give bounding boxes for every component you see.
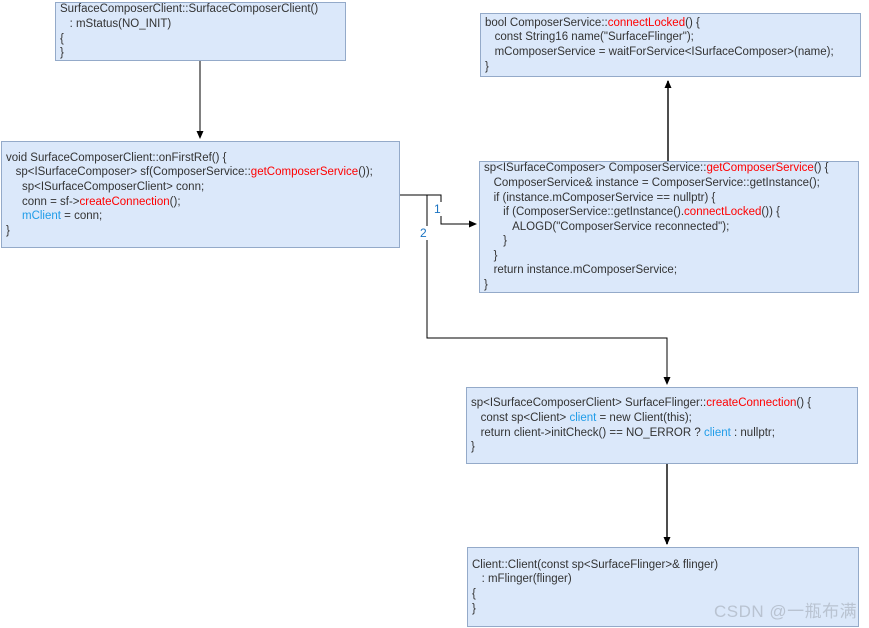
code-line: const String16 name("SurfaceFlinger");: [485, 31, 694, 44]
code-line: }: [472, 602, 476, 615]
node-client-constructor: Client::Client(const sp<SurfaceFlinger>&…: [467, 547, 859, 627]
code-line: }: [471, 441, 475, 454]
code-line: : mFlinger(flinger): [472, 573, 572, 586]
code-line: conn = sf->createConnection();: [6, 195, 181, 208]
code-line: sp<ISurfaceComposer> sf(ComposerService:…: [6, 166, 373, 179]
code-line: Client::Client(const sp<SurfaceFlinger>&…: [472, 558, 719, 571]
code-line: return client->initCheck() == NO_ERROR ?…: [471, 426, 775, 439]
node-surfacecomposerclient-onfirstref: void SurfaceComposerClient::onFirstRef()…: [1, 141, 400, 248]
code-line: SurfaceComposerClient::SurfaceComposerCl…: [60, 3, 319, 16]
node-surfaceflinger-createconnection: sp<ISurfaceComposerClient> SurfaceFlinge…: [466, 387, 858, 464]
code-line: }: [6, 224, 10, 237]
code-line: if (instance.mComposerService == nullptr…: [484, 191, 716, 204]
code-line: ComposerService& instance = ComposerServ…: [484, 176, 820, 189]
code-line: ALOGD("ComposerService reconnected");: [484, 220, 730, 233]
code-line: }: [60, 47, 64, 60]
code-line: }: [485, 60, 489, 73]
node-surfacecomposerclient-constructor: SurfaceComposerClient::SurfaceComposerCl…: [55, 2, 346, 61]
node-composerservice-connectlocked: bool ComposerService::connectLocked() { …: [480, 13, 861, 77]
code-line: bool ComposerService::connectLocked() {: [485, 16, 700, 29]
code-line: sp<ISurfaceComposer> ComposerService::ge…: [484, 162, 829, 175]
code-line: }: [484, 235, 508, 248]
code-line: : mStatus(NO_INIT): [60, 17, 172, 30]
code-line: sp<ISurfaceComposerClient> conn;: [6, 180, 205, 193]
code-line: sp<ISurfaceComposerClient> SurfaceFlinge…: [471, 397, 812, 410]
node-composerservice-getcomposerservice: sp<ISurfaceComposer> ComposerService::ge…: [479, 161, 859, 293]
edge-order-label-2: 2: [418, 226, 429, 240]
code-line: {: [472, 588, 476, 600]
csdn-watermark: CSDN @一瓶布满: [714, 602, 858, 621]
code-line: const sp<Client> client = new Client(thi…: [471, 411, 692, 424]
code-line: }: [484, 279, 488, 292]
code-line: {: [60, 32, 64, 45]
code-line: if (ComposerService::getInstance().conne…: [484, 206, 780, 219]
edge-order-label-1: 1: [432, 202, 443, 216]
code-line: mClient = conn;: [21, 210, 103, 223]
code-line: return instance.mComposerService;: [484, 264, 678, 277]
code-line: void SurfaceComposerClient::onFirstRef()…: [6, 151, 227, 164]
code-line: }: [484, 249, 498, 262]
code-line: mComposerService = waitForService<ISurfa…: [485, 46, 834, 58]
